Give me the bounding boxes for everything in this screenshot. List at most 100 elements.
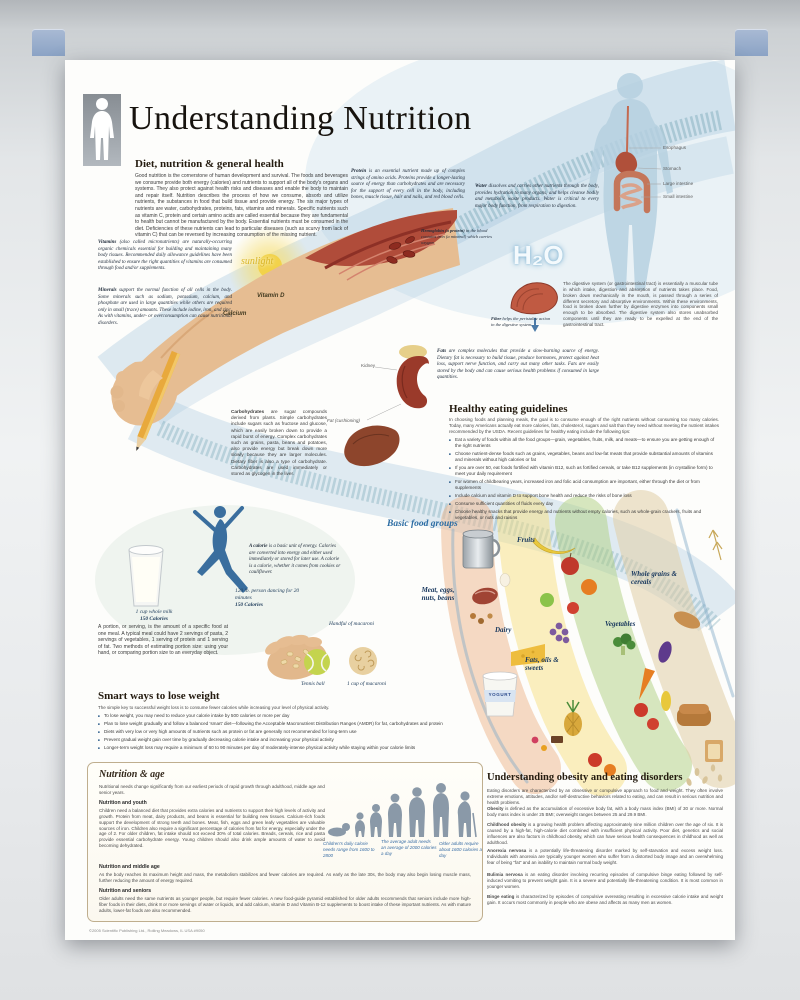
h2o-label: H₂O [513,240,564,270]
water-paragraph: Water dissolves and carries other nutrie… [475,184,599,210]
anorexia-paragraph: Anorexia nervosa is a potentially life-t… [487,848,723,866]
water-lead: Water [475,184,488,189]
corner-tab-right [735,29,768,56]
healthy-eating-bullets: Eat a variety of foods within all the fo… [449,437,721,523]
guideline-bullet: If you are over 50, eat foods fortified … [449,465,721,477]
hemoglobin-label: Hemoglobin (a protein) in the blood cont… [421,228,495,246]
nutrition-middle-heading: Nutrition and middle age [99,864,160,870]
weight-loss-bullet: To lose weight, you may need to reduce y… [98,713,468,719]
healthy-eating-heading: Healthy eating guidelines [449,403,568,415]
wheat-illustration [708,529,723,561]
dancer-silhouette-illustration [193,506,248,593]
sunlight-label: sunlight [241,256,274,267]
obesity-intro: Eating disorders are characterized by an… [487,788,723,805]
diet-heading: Diet, nutrition & general health [135,158,284,170]
weight-loss-bullet: Diets with very low or very high amounts… [98,729,468,735]
guideline-bullet: Eat a variety of foods within all the fo… [449,437,721,449]
weight-loss-bullet: Longer-term weight loss may require a mi… [98,745,468,751]
nutrition-middle-paragraph: As the body reaches its maximum height a… [99,872,471,883]
esophagus-illustration [626,105,629,153]
adult-calories-caption: The average adult needs an average of 20… [381,839,437,856]
nutrition-poster: Understanding Nutrition Diet, nutrition … [65,60,735,940]
stomach-illustration [615,151,638,175]
human-figure-icon [90,98,114,160]
anorexia-text: is a potentially life-threatening disord… [487,848,723,865]
dancer-caption-line1: 120 lb. person dancing for 20 minutes [235,588,300,601]
healthy-eating-intro: In choosing foods and planning meals, th… [449,417,719,435]
tennis-ball-illustration [304,649,330,675]
guideline-bullet: Choose nutrient-dense foods such as grai… [449,451,721,463]
carbohydrates-paragraph: Carbohydrates are sugar compounds derive… [231,409,327,477]
anorexia-lead: Anorexia nervosa [487,848,527,853]
guideline-bullet: Consume sufficient quantities of fluids … [449,501,721,507]
milk-caption-line2: 150 Calories [139,615,168,622]
minerals-paragraph: Minerals support the normal function of … [98,288,232,328]
liver-illustration [344,425,400,467]
measuring-cup-illustration [462,529,501,569]
chocolate-illustration [551,736,563,743]
large-intestine-illustration [613,170,651,214]
binge-eating-text: is characterized by episodes of compulsi… [487,894,724,905]
pineapple-illustration [564,700,582,736]
digestive-text: The digestive system (or gastrointestina… [563,281,718,327]
arm-illustration [110,208,460,451]
nutrition-seniors-heading: Nutrition and seniors [99,888,152,894]
kidney-label: Kidney [361,363,376,368]
body-label-lines [629,147,662,198]
intestine-segment-illustration [510,282,558,332]
fats-text: are complex molecules that provide a slo… [437,349,599,381]
tennis-ball-caption: Tennis ball [301,681,325,687]
nutrition-seniors-paragraph: Older adults need the same nutrients as … [99,896,471,913]
nutrition-age-heading: Nutrition & age [99,769,165,780]
fiber-text: helps the peristaltic action in the dige… [491,316,551,327]
weight-loss-bullet: Plan to lose weight gradually and follow… [98,721,468,727]
meat-group-label: Meat, eggs, nuts, beans [421,586,455,602]
dairy-label: Dairy [495,626,512,634]
childhood-obesity-text: is a growing health problem affecting ap… [487,822,723,845]
fruits-label: Fruits [517,536,535,544]
binge-eating-lead: Binge eating [487,894,515,899]
grains-label: Whole grains & cereals [631,570,677,586]
calorie-text: is a basic unit of energy. Calories are … [249,544,341,576]
protein-paragraph: Protein is an essential nutrient made up… [351,169,465,202]
calorie-lead: A calorie [249,544,268,549]
small-intestine-label: Small intestine [663,194,693,199]
apple-illustration [561,557,579,575]
carbohydrates-text: are sugar compounds derived from plants.… [231,409,327,477]
smart-ways-intro: The simple key to successful weight loss… [98,705,330,710]
handful-caption: Handful of macaroni [329,621,375,627]
smart-ways-bullets: To lose weight, you may need to reduce y… [98,713,468,753]
pencil-illustration [136,350,181,451]
water-text: dissolves and carries other nutrients th… [475,184,599,209]
fiber-label: Fiber helps the peristaltic action in th… [491,316,553,328]
obesity-paragraph: Obesity is defined as the accumulation o… [487,806,723,818]
baguette-illustration [673,611,701,629]
healthy-intro-text: In choosing foods and planning meals, th… [449,417,719,434]
bulimia-text: is an eating disorder involving recurrin… [487,872,724,889]
dancer-caption: 120 lb. person dancing for 20 minutes 15… [235,588,313,608]
bulimia-lead: Bulimia nervosa [487,872,523,877]
stomach-label: Stomach [663,166,682,171]
banana-illustration [532,537,576,554]
vitamin-d-label: Vitamin D [257,293,285,299]
dancer-caption-line2: 150 Calories [235,601,264,608]
diet-text: Good nutrition is the cornerstone of hum… [135,173,348,239]
figure-logo-box [83,94,121,166]
bulimia-paragraph: Bulimia nervosa is an eating disorder in… [487,872,723,890]
cheese-illustration [511,644,545,666]
binge-eating-paragraph: Binge eating is characterized by episode… [487,894,723,906]
small-intestine-illustration [619,183,643,210]
protein-lead: Protein [351,169,367,174]
childhood-obesity-lead: Childhood obesity [487,822,527,827]
forearm-muscle-illustration [305,210,457,267]
yogurt-cup-illustration [482,671,518,717]
guideline-bullet: Include calcium and vitamin D to support… [449,493,721,499]
fiber-lead: Fiber [491,316,502,321]
food-groups-heading: Basic food groups [387,519,458,529]
copyright-credit: ©2005 Scientific Publishing Ltd., Rollin… [89,928,205,933]
grapes-illustration [549,622,570,644]
body-silhouette-illustration [588,73,673,290]
vegetables-label: Vegetables [605,620,636,628]
obesity-heading: Understanding obesity and eating disorde… [487,772,683,783]
broccoli-illustration [613,633,636,655]
